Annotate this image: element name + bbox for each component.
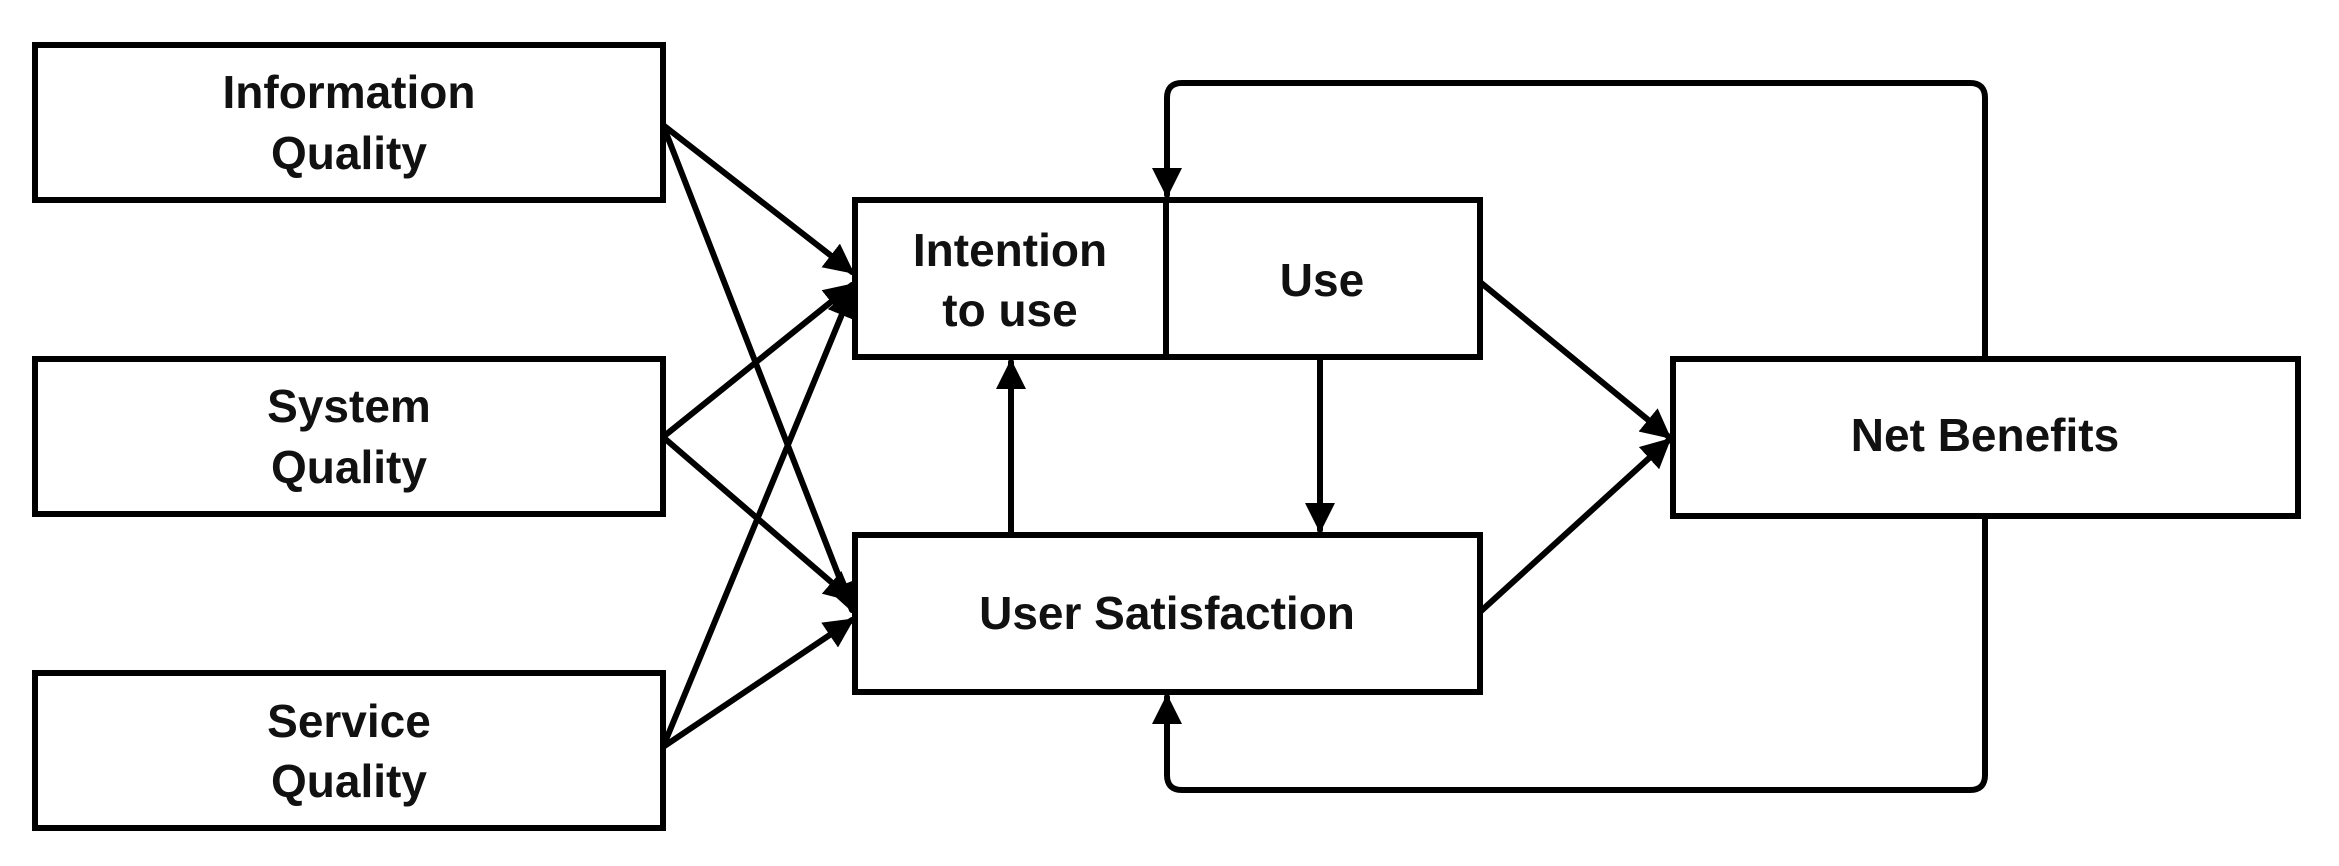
service-quality-label-line1: Service xyxy=(267,695,431,747)
system-quality-label-line1: System xyxy=(267,380,431,432)
system-quality-label-line2: Quality xyxy=(271,441,427,493)
arrow-net-benefits-to-user-satisfaction-feedback xyxy=(1152,515,1988,793)
service-quality-node: Service Quality xyxy=(32,670,666,831)
net-benefits-node: Net Benefits xyxy=(1670,356,2301,519)
arrow-system-quality-to-intention xyxy=(660,282,855,440)
information-quality-label-line2: Quality xyxy=(271,127,427,179)
information-quality-node: Information Quality xyxy=(32,42,666,203)
intention-use-node: Intention to use Use xyxy=(852,197,1483,360)
arrow-net-benefits-to-intention-feedback xyxy=(1152,80,1988,360)
user-satisfaction-node: User Satisfaction xyxy=(852,532,1483,695)
arrow-information-quality-to-intention xyxy=(660,122,855,275)
service-quality-label-line2: Quality xyxy=(271,755,427,807)
information-quality-label-line1: Information xyxy=(223,66,476,118)
arrow-information-quality-to-user-satisfaction xyxy=(660,122,857,613)
net-benefits-label: Net Benefits xyxy=(1851,409,2119,461)
intention-to-use-label-line1: Intention xyxy=(913,224,1107,276)
system-quality-node: System Quality xyxy=(32,356,666,517)
user-satisfaction-label: User Satisfaction xyxy=(979,587,1355,639)
arrow-service-quality-to-intention xyxy=(660,287,856,750)
intention-to-use-label-line2: to use xyxy=(942,284,1077,336)
arrow-service-quality-to-user-satisfaction xyxy=(660,617,855,750)
arrow-user-satisfaction-to-net-benefits xyxy=(1477,437,1672,615)
use-label: Use xyxy=(1280,254,1364,306)
arrow-use-to-net-benefits xyxy=(1477,279,1672,440)
